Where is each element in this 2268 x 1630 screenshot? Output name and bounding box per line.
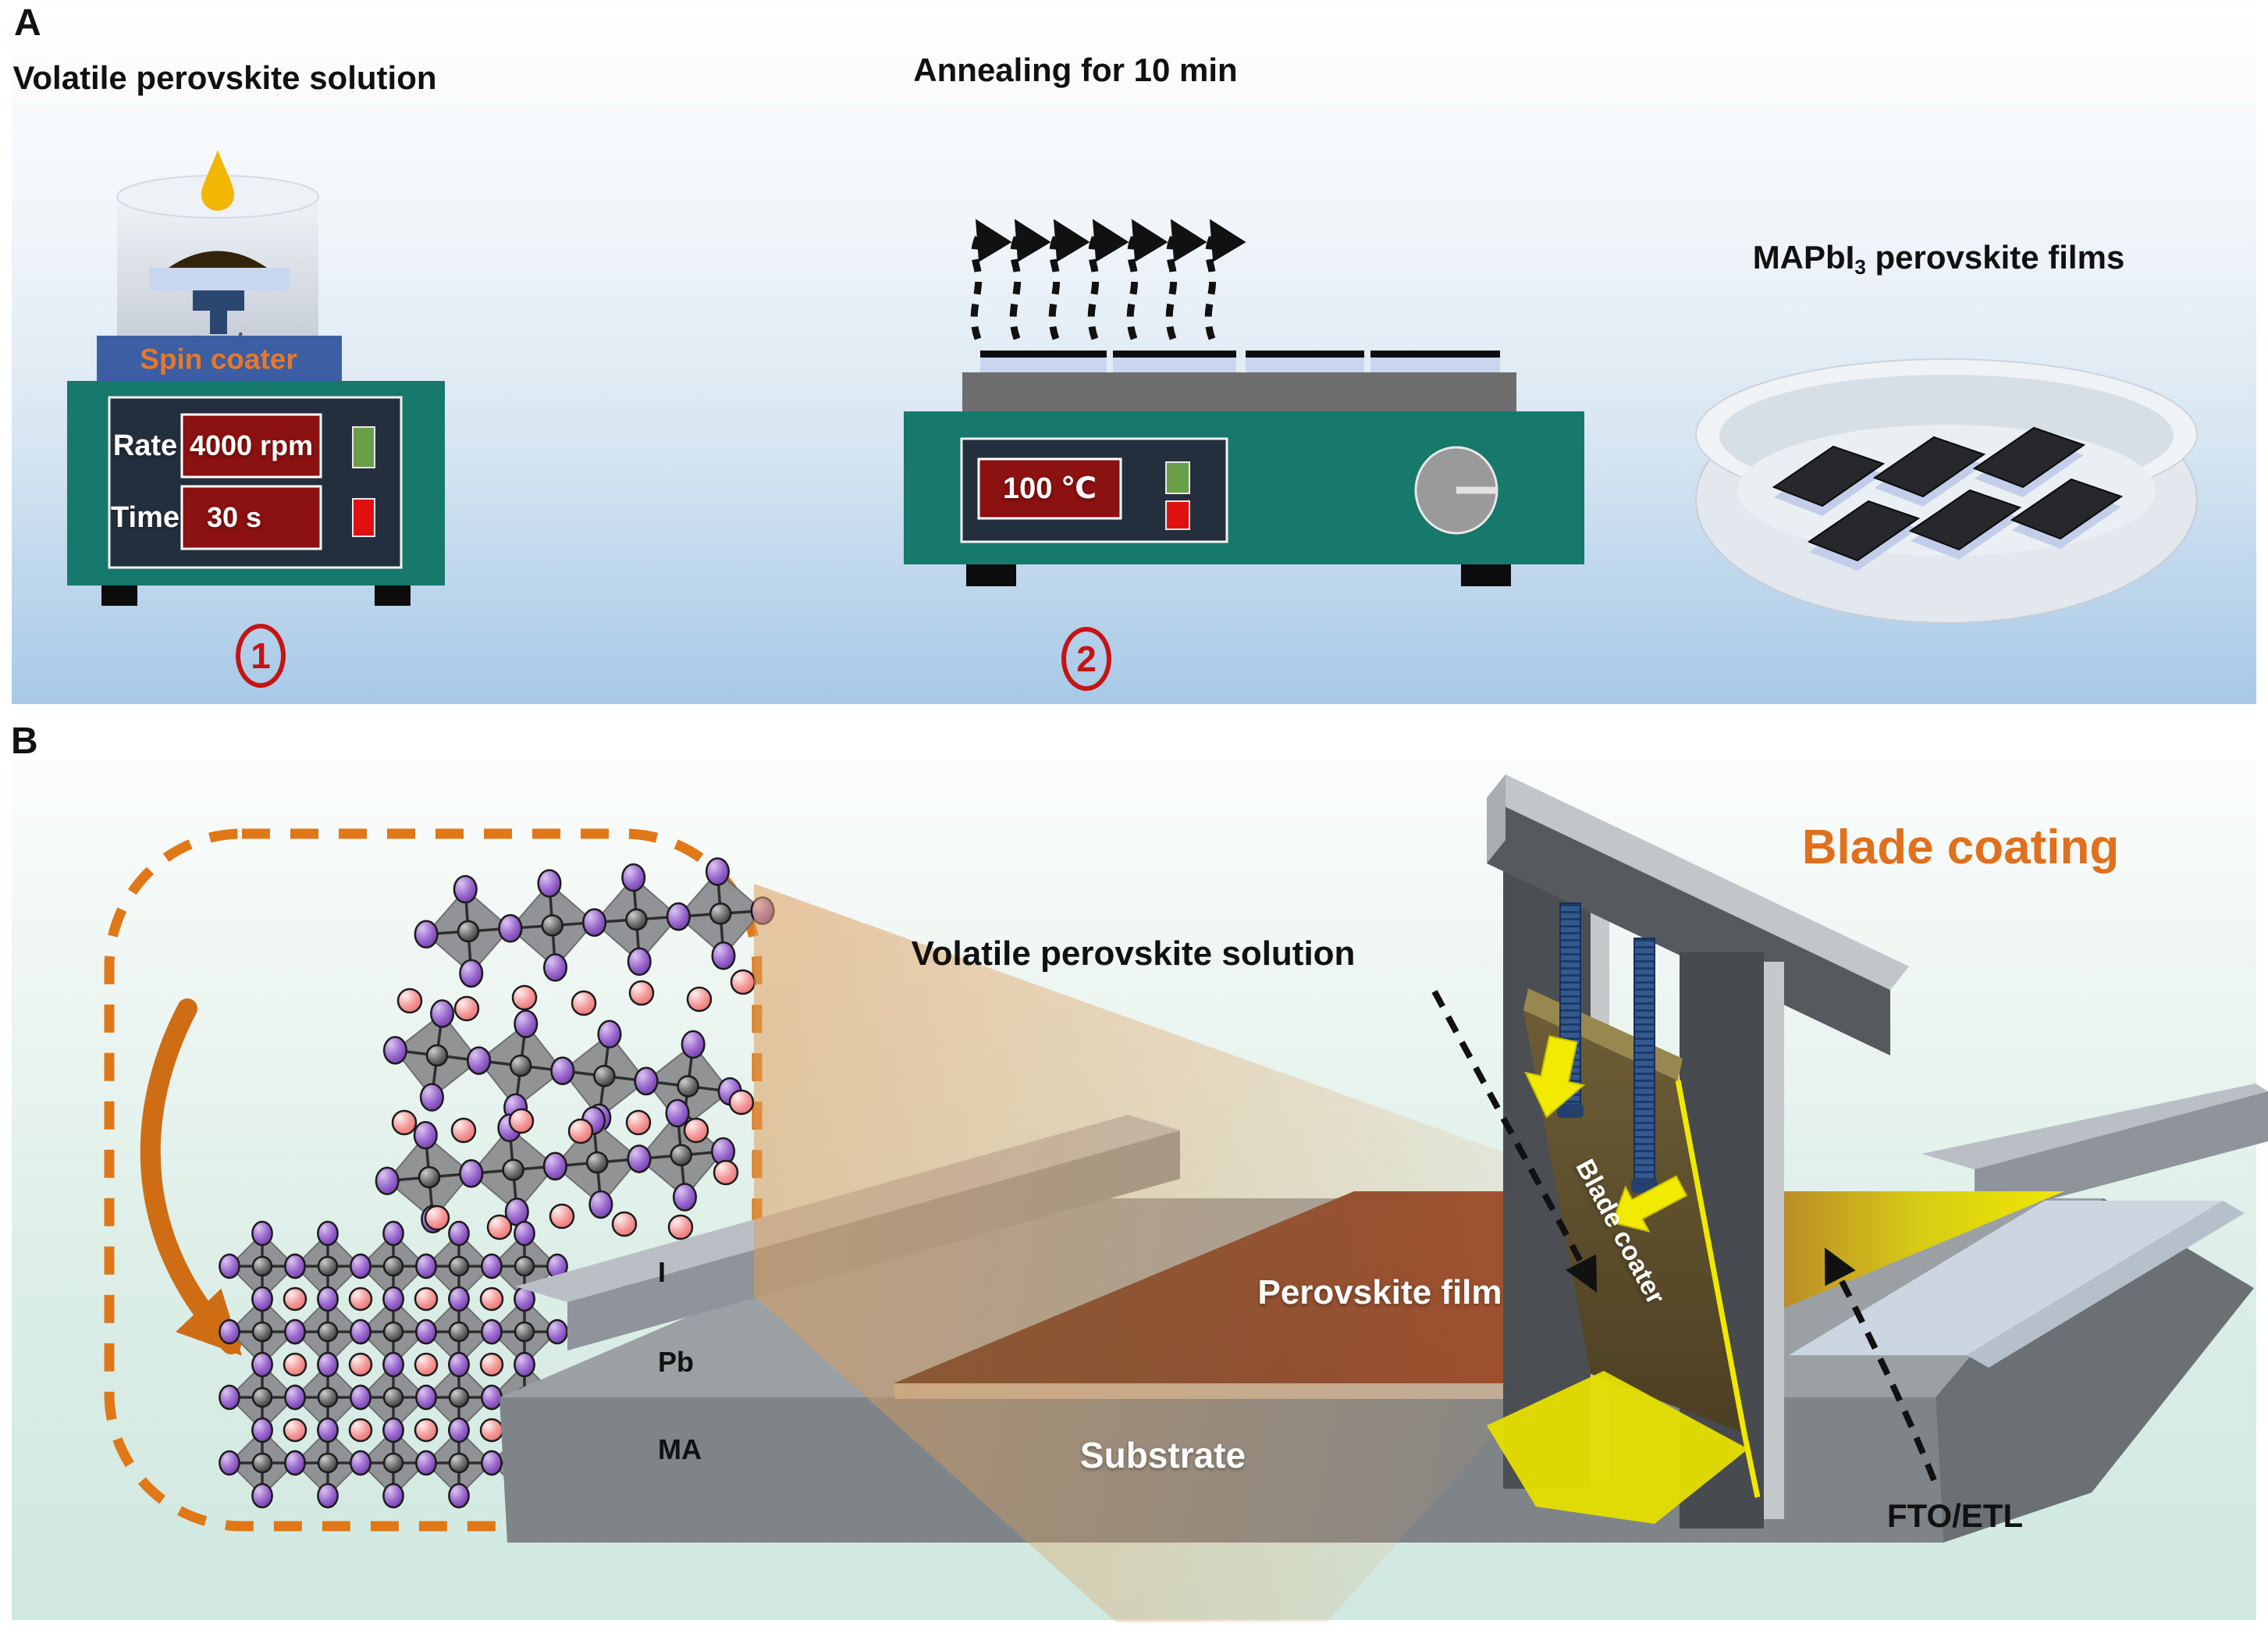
- rate-label: Rate: [112, 429, 178, 462]
- spin-stop-button: [352, 498, 375, 537]
- substrate-label: Substrate: [1079, 1435, 1246, 1475]
- step-2-marker: 2: [1061, 627, 1111, 691]
- legend-label-lead: Pb: [658, 1346, 695, 1378]
- panel-a-label: A: [14, 2, 41, 44]
- hotplate-illustration: [904, 219, 1584, 586]
- spin-start-button: [352, 426, 375, 468]
- blade-coating-title: Blade coating: [1801, 820, 2120, 874]
- panel-b-label: B: [11, 721, 38, 762]
- wet-meniscus: [1487, 1371, 1748, 1524]
- hotplate-off-button: [1165, 500, 1190, 530]
- fto-etl-label: FTO/ETL: [1886, 1497, 2024, 1534]
- step-1-marker: 1: [236, 624, 286, 688]
- molecular-structures: [219, 857, 775, 1509]
- crystallization-arrow: [140, 998, 242, 1356]
- legend-label-ma: MA: [658, 1433, 702, 1465]
- perovskite-film-label: Perovskite film: [1257, 1273, 1502, 1311]
- anneal-step-title: Annealing for 10 min: [913, 52, 1238, 88]
- films-title: MAPbI3 perovskite films: [1752, 238, 2125, 279]
- blade-coater-head: [1487, 902, 1761, 1524]
- adjustment-screw-right: [1633, 938, 1655, 1187]
- time-label: Time: [110, 501, 180, 534]
- inset-projection-beam: [754, 884, 1687, 1622]
- spin-step-title: Volatile perovskite solution: [12, 59, 437, 96]
- molecular-inset-dashed-box: [104, 828, 763, 1532]
- fto-annotation-arrow: [1824, 1247, 1937, 1482]
- petri-dish-illustration: [1695, 358, 2198, 624]
- annealing-substrates: [980, 351, 1500, 372]
- legend-label-iodide: I: [658, 1256, 667, 1288]
- temperature-value: 100 ℃: [1003, 472, 1097, 505]
- solution-label: Volatile perovskite solution: [911, 934, 1356, 973]
- spin-coater-illustration: [67, 150, 445, 606]
- hotplate-on-button: [1165, 461, 1190, 494]
- solution-droplet-icon: [201, 150, 234, 211]
- perovskite-film-samples: [1772, 426, 2124, 571]
- rate-value: 4000 rpm: [189, 429, 314, 461]
- blade-coating-scene: [499, 774, 2268, 1622]
- blade-travel-arrow-icon: [1611, 1175, 1688, 1233]
- evaporation-arrows: [970, 219, 1246, 340]
- time-value: 30 s: [206, 501, 262, 533]
- blade-down-arrow-icon: [1524, 1035, 1586, 1119]
- fto-etl-layer: [1789, 1201, 2223, 1355]
- solution-annotation-arrow: [1431, 990, 1598, 1293]
- spin-coater-label: Spin coater: [140, 343, 297, 375]
